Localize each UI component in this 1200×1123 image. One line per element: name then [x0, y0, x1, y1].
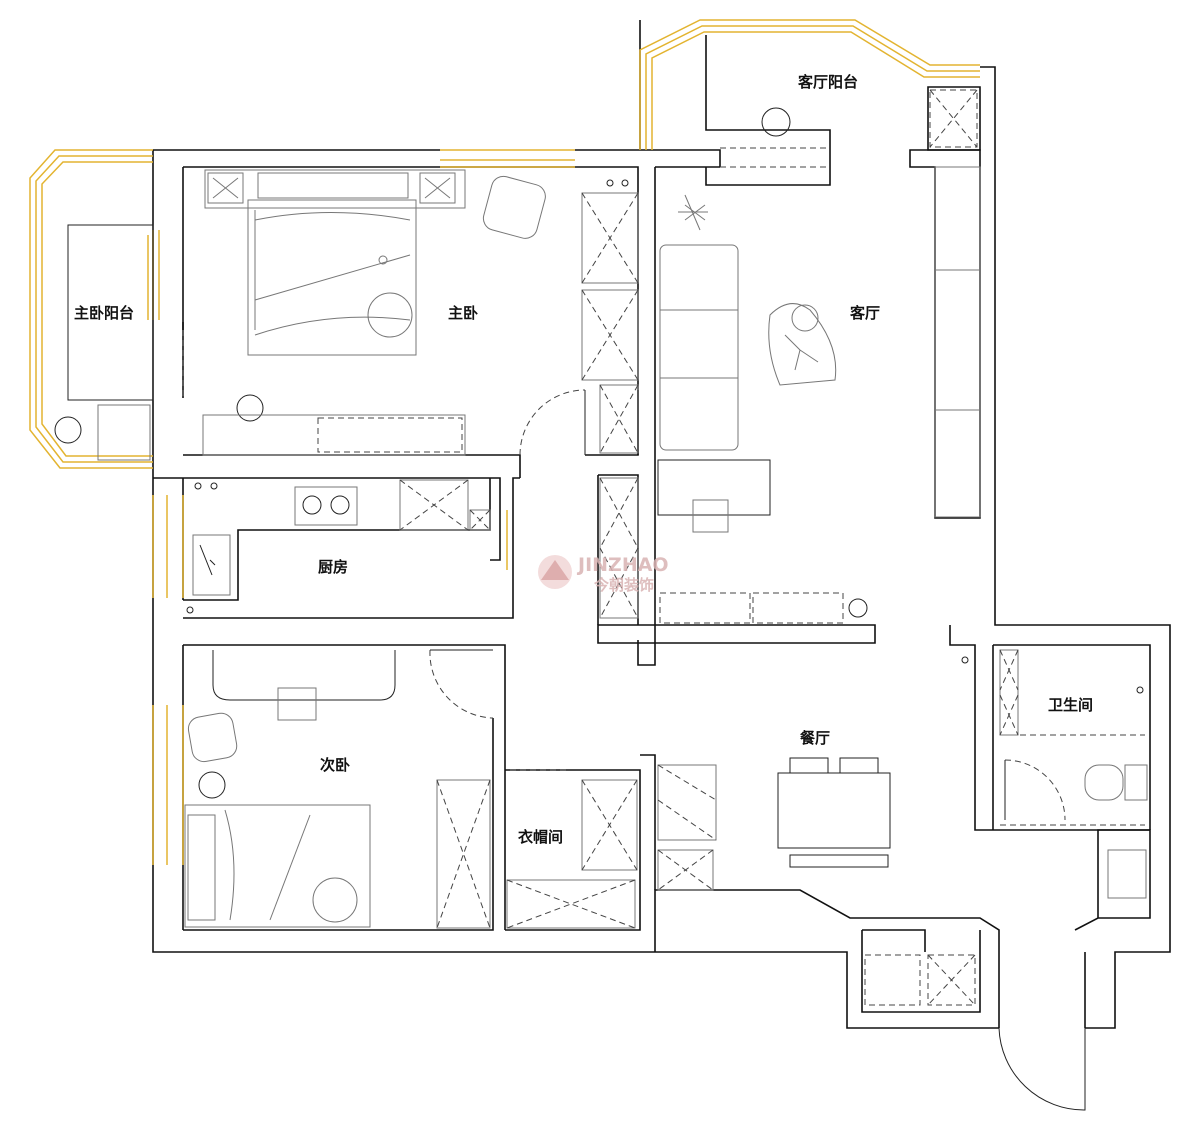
label-living-room: 客厅 — [849, 304, 880, 322]
outer-walls — [152, 20, 1171, 1029]
watermark-brand-cn: 今朝装饰 — [593, 576, 654, 594]
watermark-brand-en: JINZHAO — [576, 554, 669, 576]
label-dining-room: 餐厅 — [800, 729, 830, 747]
label-bathroom: 卫生间 — [1048, 696, 1093, 714]
label-second-bedroom: 次卧 — [320, 756, 350, 774]
label-master-bedroom: 主卧 — [448, 304, 478, 322]
second-bedroom-furniture — [184, 650, 491, 929]
doors — [152, 330, 1145, 1111]
master-bedroom-furniture — [202, 169, 639, 456]
label-master-balcony: 主卧阳台 — [74, 304, 134, 322]
dining-furniture — [657, 757, 976, 1006]
label-kitchen: 厨房 — [318, 558, 348, 576]
living-room-furniture — [599, 166, 981, 664]
interior-walls — [153, 166, 1151, 931]
watermark-logo: JINZHAO 今朝装饰 — [538, 554, 669, 594]
windows — [29, 19, 980, 865]
kitchen-furniture — [186, 479, 491, 614]
label-walk-in-closet: 衣帽间 — [518, 828, 563, 846]
label-living-balcony: 客厅阳台 — [797, 73, 858, 91]
living-balcony-furniture — [720, 89, 978, 168]
closet-furniture — [506, 779, 638, 929]
master-balcony-furniture — [54, 224, 154, 461]
bathroom-furniture — [999, 649, 1148, 899]
room-labels: 主卧阳台 主卧 客厅阳台 客厅 厨房 次卧 衣帽间 餐厅 卫生间 — [74, 73, 1093, 846]
